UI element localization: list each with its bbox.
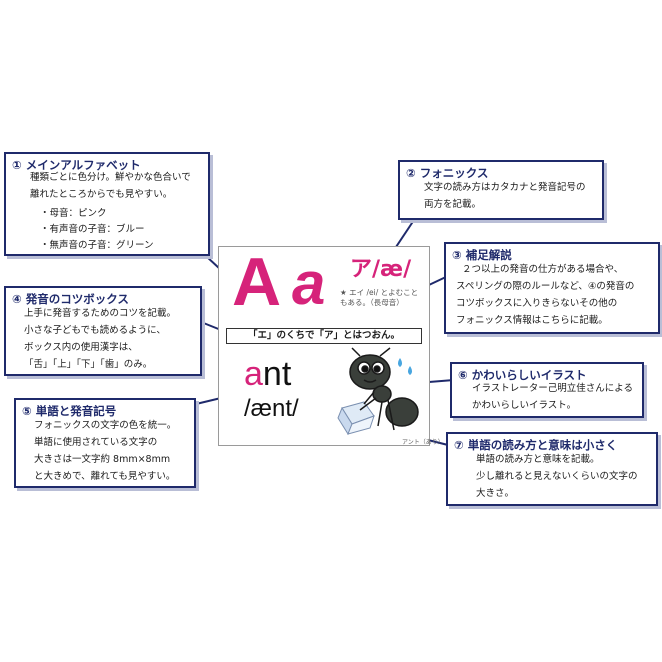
callout-text: コツボックスに入りきらないその他の bbox=[456, 298, 618, 309]
callout-title: ⑦ 単語の読み方と意味は小さく bbox=[454, 438, 618, 452]
callout-title: ⑤ 単語と発音記号 bbox=[22, 404, 117, 418]
note-line-1: ★ エイ /ei/ とよむこと bbox=[340, 288, 419, 297]
callout-text: ボックス内の使用漢字は、 bbox=[24, 342, 138, 353]
callout-text: 離れたところからでも見やすい。 bbox=[30, 189, 173, 200]
callout-text: ・母音：ピンク bbox=[40, 208, 107, 219]
word-rest: nt bbox=[262, 355, 292, 393]
ant-illustration bbox=[337, 347, 419, 436]
callout-title: ⑥ かわいらしいイラスト bbox=[458, 368, 587, 382]
callout-text: 大きさは一文字約 8mm×8mm bbox=[34, 454, 171, 465]
callout-pronunciation-tips: ④ 発音のコツボックス 上手に発音するためのコツを記載。 小さな子どもでも読める… bbox=[4, 286, 202, 376]
note-line-2: もある。（長母音） bbox=[340, 298, 404, 307]
sweat-drops-icon bbox=[398, 358, 412, 375]
sugar-cube-icon bbox=[337, 401, 375, 436]
callout-title: ② フォニックス bbox=[406, 166, 489, 180]
callout-illustration: ⑥ かわいらしいイラスト イラストレーター己明立佳さんによる かわいらしいイラス… bbox=[450, 362, 644, 418]
word-phonetic: /ænt/ bbox=[244, 395, 299, 422]
callout-phonics: ② フォニックス 文字の読み方はカタカナと発音記号の 両方を記載。 bbox=[398, 160, 604, 220]
callout-text: 少し離れると見えないくらいの文字の bbox=[476, 471, 638, 482]
callout-text: フォニックスの文字の色を統一。 bbox=[34, 420, 177, 431]
callout-text: かわいらしいイラスト。 bbox=[472, 400, 577, 411]
callout-text: 「舌」「上」「下」「歯」のみ。 bbox=[24, 359, 153, 370]
callout-word-meaning: ⑦ 単語の読み方と意味は小さく 単語の読み方と意味を記載。 少し離れると見えない… bbox=[446, 432, 658, 506]
callout-text: と大きめで、離れても見やすい。 bbox=[34, 471, 176, 482]
example-word: ant bbox=[244, 356, 291, 392]
callout-main-alphabet: ① メインアルファベット 種類ごとに色分け。鮮やかな色合いで 離れたところからで… bbox=[4, 152, 210, 256]
callout-text: 小さな子どもでも読めるように、 bbox=[24, 325, 166, 336]
callout-text: 両方を記載。 bbox=[424, 199, 482, 210]
supplementary-note: ★ エイ /ei/ とよむこと もある。（長母音） bbox=[340, 288, 430, 308]
callout-text: 種類ごとに色分け。鮮やかな色合いで bbox=[30, 172, 191, 183]
callout-text: イラストレーター己明立佳さんによる bbox=[472, 383, 634, 394]
callout-supplement: ③ 補足解説 ２つ以上の発音の仕方がある場合や、 スペリングの際のルールなど、④… bbox=[444, 242, 660, 334]
callout-title: ① メインアルファベット bbox=[12, 158, 141, 172]
callout-text: ・有声音の子音：ブルー bbox=[40, 224, 145, 235]
callout-text: 単語に使用されている文字の bbox=[34, 437, 158, 448]
pronunciation-tip-box: 「エ」のくちで「ア」とはつおん。 bbox=[226, 328, 422, 344]
callout-title: ③ 補足解説 bbox=[452, 248, 512, 262]
callout-text: 文字の読み方はカタカナと発音記号の bbox=[424, 182, 586, 193]
callout-text: ・無声音の子音：グリーン bbox=[40, 240, 154, 251]
word-first-letter: a bbox=[244, 355, 263, 393]
callout-text: ２つ以上の発音の仕方がある場合や、 bbox=[462, 264, 624, 275]
callout-word-phonetics: ⑤ 単語と発音記号 フォニックスの文字の色を統一。 単語に使用されている文字の … bbox=[14, 398, 196, 488]
main-letter-lowercase: a bbox=[292, 250, 326, 317]
phonics-reading: ア/æ/ bbox=[350, 257, 412, 282]
callout-text: 単語の読み方と意味を記載。 bbox=[476, 454, 600, 465]
callout-text: スペリングの際のルールなど、④の発音の bbox=[456, 281, 635, 292]
callout-text: 上手に発音するためのコツを記載。 bbox=[24, 308, 177, 319]
callout-text: 大きさ。 bbox=[476, 488, 515, 499]
callout-title: ④ 発音のコツボックス bbox=[12, 292, 129, 306]
ant-body-icon bbox=[349, 347, 419, 431]
main-letter-uppercase: A bbox=[232, 244, 282, 320]
callout-text: フォニックス情報はこちらに記載。 bbox=[456, 315, 608, 326]
illustration-caption: アント（あり） bbox=[402, 439, 444, 446]
